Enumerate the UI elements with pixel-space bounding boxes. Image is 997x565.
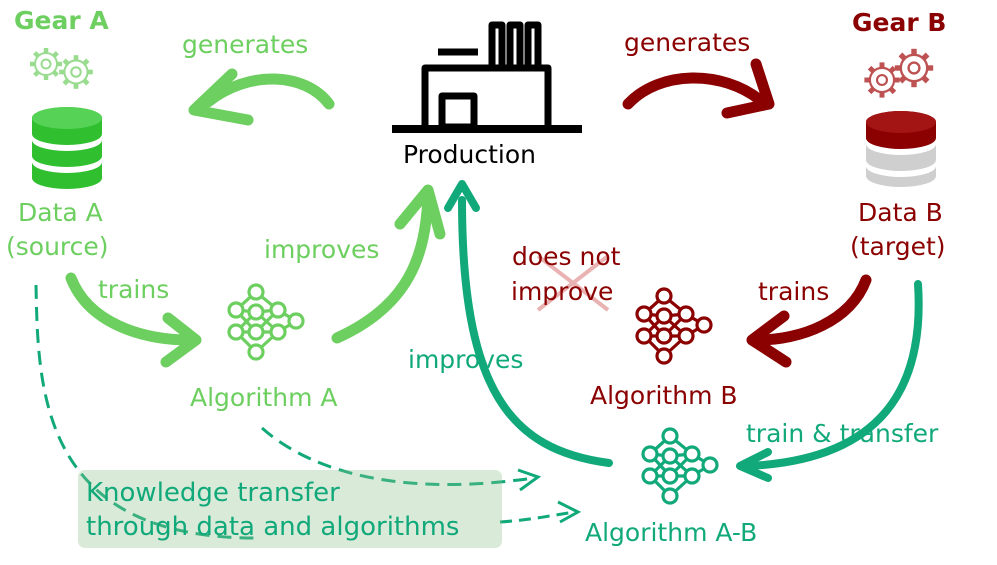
cross-icon (536, 254, 610, 312)
train-transfer-label: train & transfer (746, 419, 939, 448)
algorithm-a-label: Algorithm A (190, 383, 338, 412)
database-icon (32, 107, 102, 189)
data-a-sublabel: (source) (6, 232, 109, 261)
data-b-label: Data B (858, 198, 943, 227)
knowledge-transfer-text: Knowledge transfer through data and algo… (86, 476, 459, 544)
does-not-improve-label-line1: does not (512, 242, 621, 271)
algorithm-b-label: Algorithm B (590, 381, 738, 410)
factory-icon (392, 21, 582, 133)
gear-icon (864, 49, 933, 98)
database-icon (866, 111, 936, 187)
trains-b-label: trains (758, 277, 830, 306)
improves-a-label: improves (264, 235, 380, 264)
data-b-sublabel: (target) (850, 232, 946, 261)
does-not-improve-label-line2: improve (511, 277, 614, 306)
neural-network-icon (641, 427, 719, 505)
gear-a-title: Gear A (14, 6, 109, 35)
knowledge-transfer-box (78, 470, 502, 548)
trains-a-label: trains (98, 275, 170, 304)
production-label: Production (403, 140, 537, 169)
knowledge-transfer-line2: through data and algorithms (86, 512, 460, 542)
gear-icon (30, 48, 93, 89)
gear-b-title: Gear B (852, 8, 947, 37)
algorithm-ab-label: Algorithm A-B (585, 518, 758, 547)
generates-a-label: generates (182, 30, 309, 59)
generates-b-label: generates (624, 28, 751, 57)
neural-network-icon (635, 287, 713, 365)
knowledge-transfer-line1: Knowledge transfer (86, 478, 340, 508)
neural-network-icon (227, 283, 305, 361)
data-a-label: Data A (18, 198, 103, 227)
improves-ab-label: improves (408, 345, 524, 374)
